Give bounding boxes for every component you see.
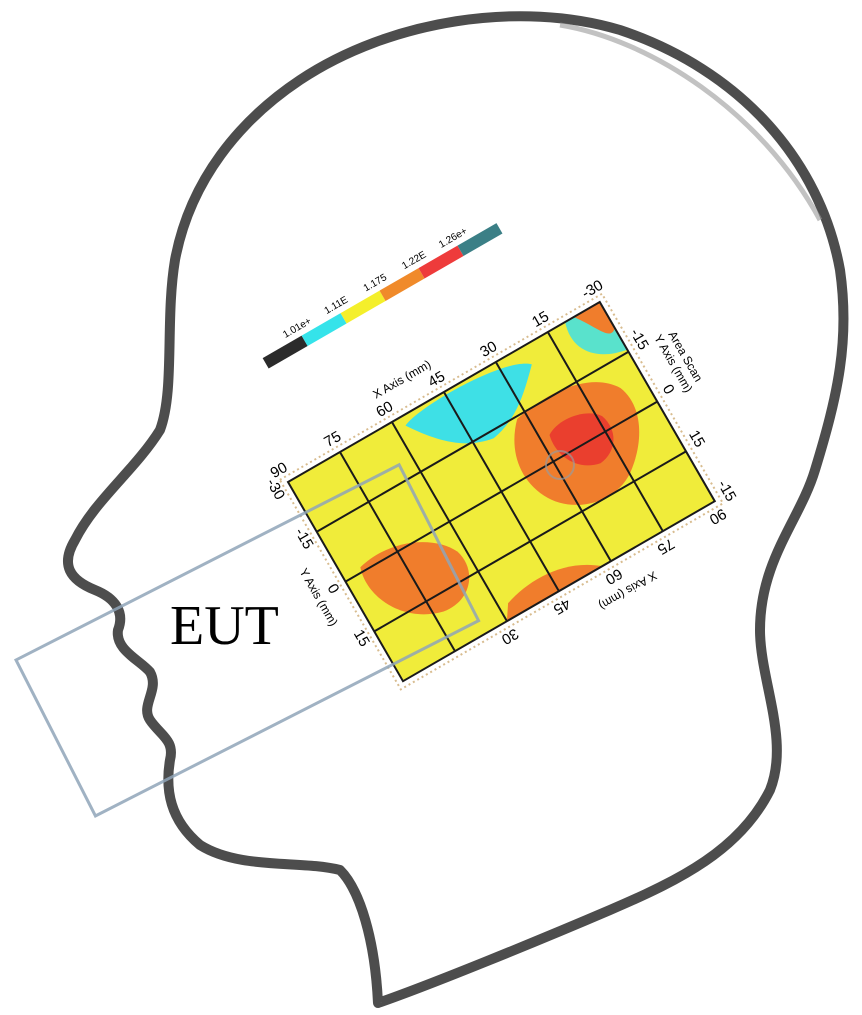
grid-line-horizontal: [345, 400, 658, 583]
x-tick-60-top: 60: [373, 398, 396, 421]
x-tick-90-bottom: 90: [706, 505, 729, 528]
x-tick-60-bottom: 60: [602, 565, 625, 588]
y-tick-minus15-left: -15: [291, 525, 317, 552]
x-tick-45-top: 45: [425, 368, 448, 391]
y-tick-0-left: 0: [323, 581, 342, 597]
y-tick-minus15-right: -15: [626, 326, 652, 353]
legend-swatch-orange: [379, 268, 425, 301]
eut-label: EUT: [170, 595, 279, 657]
x-tick-75-top: 75: [321, 428, 344, 451]
x-tick-75-bottom: 75: [654, 535, 677, 558]
legend-swatch-cyan: [301, 313, 347, 346]
head-outline-highlight: [559, 22, 823, 222]
x-tick-30-bottom: 30: [498, 625, 521, 648]
y-tick-minus15-right-lower: -15: [714, 477, 740, 504]
eut-device-body: [13, 462, 481, 818]
legend-swatch-teal: [457, 223, 503, 256]
legend-swatch-red: [418, 245, 464, 279]
x-tick-90-top: 90: [268, 459, 291, 482]
contour-orange-top: [573, 302, 615, 334]
head-outline: [62, 11, 849, 1008]
map-frame: [286, 300, 717, 683]
ear-reference-circle: [545, 450, 575, 480]
contour-orange-left: [360, 542, 470, 615]
contour-cyan: [405, 363, 532, 444]
eut-device: [13, 462, 481, 818]
x-axis-title-top: X Axis (mm): [370, 357, 433, 401]
x-tick-15-top: 15: [529, 308, 552, 331]
y-tick-0-right: 0: [659, 382, 678, 398]
y-tick-15-right: 15: [685, 427, 708, 450]
y-tick-15-left: 15: [350, 627, 373, 650]
legend-swatch-black: [262, 335, 308, 369]
y-tick-minus30-left: -30: [263, 476, 289, 503]
x-tick-minus30-top: -30: [579, 277, 606, 303]
y-axis-title-left: Y Axis (mm): [296, 566, 340, 629]
x-tick-30-top: 30: [477, 338, 500, 361]
grid-line-horizontal: [316, 350, 630, 533]
grid-line-horizontal: [373, 450, 687, 633]
x-tick-45-bottom: 45: [550, 595, 573, 618]
legend-swatch-yellow: [340, 290, 386, 324]
color-legend: 1.01e+ 1.11E 1.175 1.22E 1.26e+: [262, 223, 503, 369]
scan-grid: [316, 331, 687, 652]
